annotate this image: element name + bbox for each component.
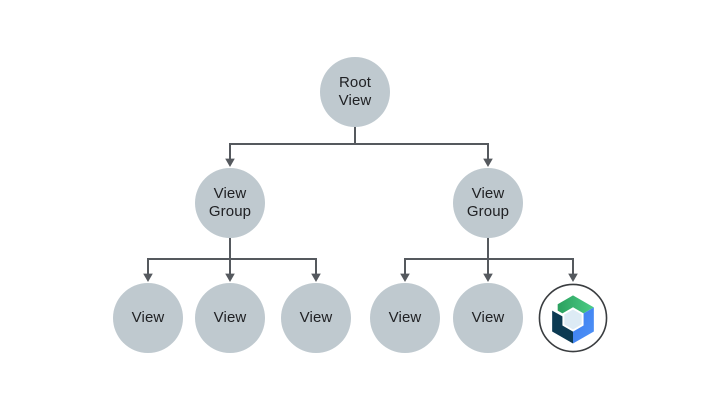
arrowhead <box>225 158 235 167</box>
node-view-group-left: View Group <box>195 168 265 238</box>
arrowhead <box>568 273 578 282</box>
arrowhead <box>143 273 153 282</box>
arrowhead <box>225 273 235 282</box>
node-view-5: View <box>453 283 523 353</box>
node-view-2: View <box>195 283 265 353</box>
node-root-view: Root View <box>320 57 390 127</box>
node-compose <box>538 283 608 353</box>
jetpack-compose-icon <box>538 283 608 353</box>
edge-root-elbow <box>229 143 489 160</box>
node-view-group-right: View Group <box>453 168 523 238</box>
arrowhead <box>400 273 410 282</box>
arrowheads <box>143 158 578 282</box>
arrowhead <box>311 273 321 282</box>
node-view-1: View <box>113 283 183 353</box>
arrowhead <box>483 273 493 282</box>
node-view-3: View <box>281 283 351 353</box>
arrowhead <box>483 158 493 167</box>
node-view-4: View <box>370 283 440 353</box>
edge-left-elbow <box>147 258 317 275</box>
